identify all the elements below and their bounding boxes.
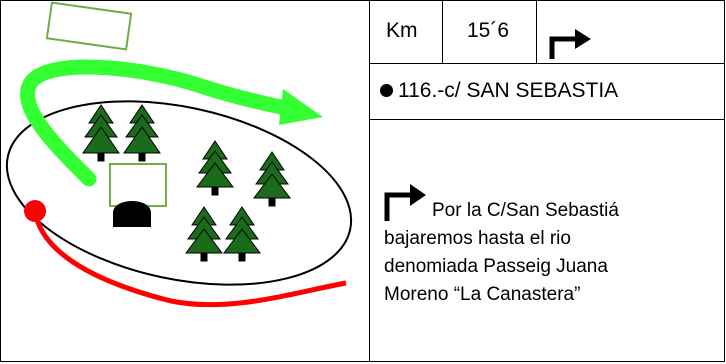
description-row: Por la C/San Sebastiá bajaremos hasta el… — [370, 119, 724, 361]
route-sketch — [0, 0, 370, 362]
route-description: Por la C/San Sebastiá bajaremos hasta el… — [384, 197, 714, 309]
turn-right-arrow-icon — [549, 29, 591, 59]
km-label-cell: Km — [370, 1, 443, 63]
description-line: Por la C/San Sebastiá — [432, 200, 619, 221]
waypoint-row: 116.-c/ SAN SEBASTIA — [370, 63, 724, 120]
building-box-top — [45, 1, 133, 51]
description-line: Moreno “La Canastera” — [384, 284, 581, 305]
distance-row: Km 15´6 — [370, 1, 724, 64]
direction-cell — [537, 1, 725, 63]
red-route-line — [32, 210, 347, 308]
roundabout-ellipse — [5, 100, 353, 286]
building-box-center — [109, 163, 167, 207]
km-value-cell: 15´6 — [443, 1, 537, 63]
pine-tree-icon — [196, 140, 234, 196]
red-start-dot — [24, 200, 46, 222]
pine-tree-icon — [253, 151, 291, 207]
pine-tree-icon — [123, 104, 161, 162]
green-arrowhead — [279, 89, 323, 125]
description-line: bajaremos hasta el rio — [384, 228, 571, 249]
waypoint-name: 116.-c/ SAN SEBASTIA — [398, 79, 619, 102]
km-value: 15´6 — [467, 19, 510, 42]
route-sketch-svg — [5, 1, 353, 308]
km-label: Km — [386, 19, 418, 42]
turn-right-arrow-icon — [384, 184, 426, 221]
pine-tree-icon — [223, 206, 261, 262]
pine-tree-icon — [82, 104, 120, 162]
route-info-panel: Km 15´6 116.-c/ SAN SEBASTIA Por la — [369, 0, 725, 362]
description-line: denomiada Passeig Juana — [384, 256, 608, 277]
tunnel-icon — [113, 201, 151, 227]
black-dot-icon — [380, 84, 393, 97]
green-direction-arrow — [20, 59, 299, 187]
pine-tree-icon — [185, 206, 223, 262]
